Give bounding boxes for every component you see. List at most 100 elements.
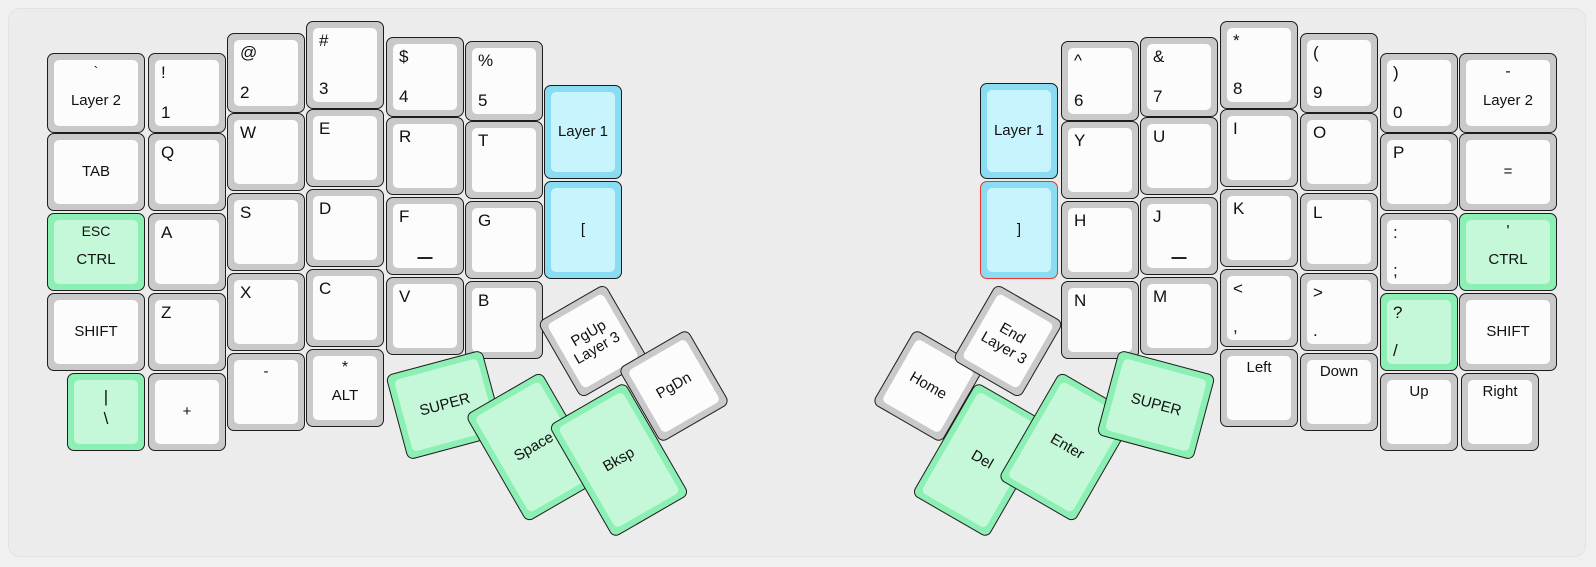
keycap-surface: P	[1387, 140, 1451, 204]
key-rk-y[interactable]: Y	[1061, 121, 1139, 199]
key-legend: -	[263, 363, 269, 380]
key-legend: C	[319, 279, 332, 298]
key-legend: 2	[240, 83, 250, 103]
key-rk-period[interactable]: >.	[1300, 273, 1378, 351]
key-legend: ]	[1016, 221, 1022, 239]
keycap-surface: F	[393, 204, 457, 268]
key-lk-e[interactable]: E	[306, 109, 384, 187]
key-rk-l[interactable]: L	[1300, 193, 1378, 271]
key-legend: >	[1313, 283, 1323, 302]
key-lk-grave-layer2[interactable]: `Layer 2	[47, 53, 145, 133]
key-legend: <	[1233, 279, 1243, 298]
key-lk-x[interactable]: X	[227, 273, 305, 351]
keycap-surface: @2	[234, 40, 298, 106]
key-lk-2[interactable]: @2	[227, 33, 305, 113]
key-rk-right[interactable]: Right	[1461, 373, 1539, 451]
key-rk-7[interactable]: &7	[1140, 37, 1218, 117]
key-rk-minus-layer2[interactable]: -Layer 2	[1459, 53, 1557, 133]
keycap-surface: ]	[987, 188, 1051, 272]
key-rk-o[interactable]: O	[1300, 113, 1378, 191]
key-lk-5[interactable]: %5	[465, 41, 543, 121]
key-legend: SHIFT	[74, 323, 118, 341]
key-legend: Layer 2	[70, 92, 122, 110]
keycap-surface: Layer 1	[551, 92, 615, 172]
key-lk-1[interactable]: !1	[148, 53, 226, 133]
key-rk-left[interactable]: Left	[1220, 349, 1298, 427]
key-legend: 8	[1233, 79, 1243, 99]
key-legend: Q	[161, 143, 175, 162]
key-legend: Layer 2	[1482, 92, 1534, 110]
key-legend: )	[1393, 63, 1399, 82]
key-lk-a[interactable]: A	[148, 213, 226, 291]
keycap-surface: *ALT	[313, 356, 377, 420]
key-lk-f[interactable]: F	[386, 197, 464, 275]
key-lk-g[interactable]: G	[465, 201, 543, 279]
key-rk-equals[interactable]: =	[1459, 133, 1557, 211]
key-legend: 4	[399, 87, 409, 107]
key-rk-n[interactable]: N	[1061, 281, 1139, 359]
homing-bump-indicator	[1171, 257, 1187, 259]
keycap-surface: V	[393, 284, 457, 348]
key-lk-v[interactable]: V	[386, 277, 464, 355]
key-lk-q[interactable]: Q	[148, 133, 226, 211]
key-lk-lbracket[interactable]: [	[544, 181, 622, 279]
key-legend: :	[1393, 223, 1398, 242]
key-lk-z[interactable]: Z	[148, 293, 226, 371]
key-lk-minus[interactable]: -	[227, 353, 305, 431]
keycap-surface: K	[1227, 196, 1291, 260]
keycap-surface: >.	[1307, 280, 1371, 344]
key-rk-0[interactable]: )0	[1380, 53, 1458, 133]
key-rk-j[interactable]: J	[1140, 197, 1218, 275]
keycap-surface: A	[155, 220, 219, 284]
key-legend: X	[240, 283, 252, 302]
key-rk-6[interactable]: ^6	[1061, 41, 1139, 121]
key-legend: PgUp Layer 3	[568, 316, 624, 369]
keycap-surface: $4	[393, 44, 457, 110]
key-rk-layer1[interactable]: Layer 1	[980, 83, 1058, 179]
key-rk-comma[interactable]: <,	[1220, 269, 1298, 347]
key-lk-pipe-backslash[interactable]: |\	[67, 373, 145, 451]
keycap-surface: W	[234, 120, 298, 184]
key-lk-c[interactable]: C	[306, 269, 384, 347]
keycap-surface: :;	[1387, 220, 1451, 284]
key-lk-shift[interactable]: SHIFT	[47, 293, 145, 371]
key-lk-layer1[interactable]: Layer 1	[544, 85, 622, 179]
key-lk-s[interactable]: S	[227, 193, 305, 271]
key-lk-b[interactable]: B	[465, 281, 543, 359]
keycap-surface: Layer 1	[987, 90, 1051, 172]
key-rk-m[interactable]: M	[1140, 277, 1218, 355]
key-rk-slash[interactable]: ?/	[1380, 293, 1458, 371]
key-rk-i[interactable]: I	[1220, 109, 1298, 187]
key-rk-8[interactable]: *8	[1220, 21, 1298, 109]
key-rk-9[interactable]: (9	[1300, 33, 1378, 113]
keycap-surface: G	[472, 208, 536, 272]
key-lk-4[interactable]: $4	[386, 37, 464, 117]
key-rk-quote-ctrl[interactable]: 'CTRL	[1459, 213, 1557, 291]
keycap-surface: <,	[1227, 276, 1291, 340]
key-rk-k[interactable]: K	[1220, 189, 1298, 267]
keycap-surface: ?/	[1387, 300, 1451, 364]
key-rk-down[interactable]: Down	[1300, 353, 1378, 431]
key-rk-u[interactable]: U	[1140, 117, 1218, 195]
key-rk-shift[interactable]: SHIFT	[1459, 293, 1557, 371]
key-rk-p[interactable]: P	[1380, 133, 1458, 211]
key-rk-rbracket[interactable]: ]	[980, 181, 1058, 279]
key-rk-h[interactable]: H	[1061, 201, 1139, 279]
key-lk-w[interactable]: W	[227, 113, 305, 191]
key-legend: PgDn	[653, 368, 695, 403]
key-lk-tab[interactable]: TAB	[47, 133, 145, 211]
key-lk-plus[interactable]: +	[148, 373, 226, 451]
key-lk-r[interactable]: R	[386, 117, 464, 195]
key-lk-d[interactable]: D	[306, 189, 384, 267]
key-lk-star-alt[interactable]: *ALT	[306, 349, 384, 427]
key-legend: ,	[1233, 317, 1238, 337]
key-rk-up[interactable]: Up	[1380, 373, 1458, 451]
key-lk-3[interactable]: #3	[306, 21, 384, 109]
key-rk-semicolon[interactable]: :;	[1380, 213, 1458, 291]
key-legend: V	[399, 287, 411, 306]
key-lk-t[interactable]: T	[465, 121, 543, 199]
key-legend: 9	[1313, 83, 1323, 103]
